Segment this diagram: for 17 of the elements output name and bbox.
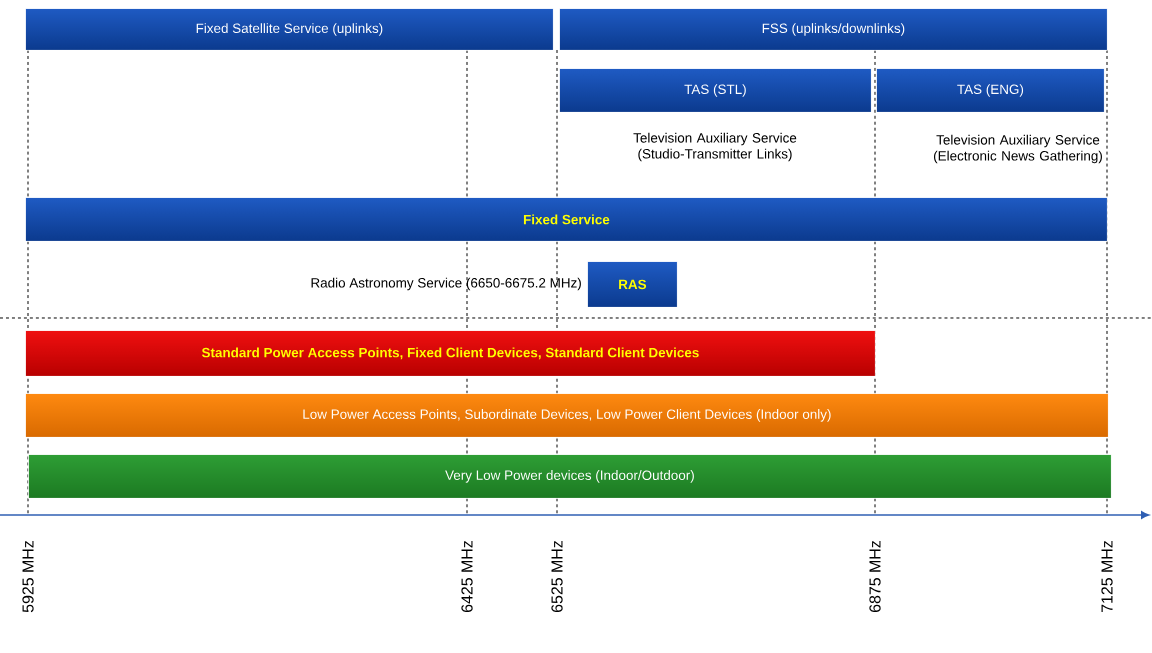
service-note: Television Auxiliary Service (Studio-Transmitter Links): [633, 132, 797, 162]
frequency-label: 5925 MHz: [22, 541, 34, 613]
frequency-label: 7125 MHz: [1101, 541, 1113, 613]
band-bar: TAS (ENG): [876, 68, 1105, 113]
band-bar: Fixed Satellite Service (uplinks): [25, 8, 554, 51]
band-bar: Low Power Access Points, Subordinate Devices, Low Power Client Devices (Indoor only): [25, 393, 1109, 438]
band-bar: Fixed Service: [25, 197, 1108, 242]
band-bar: FSS (uplinks/downlinks): [559, 8, 1108, 51]
frequency-label: 6875 MHz: [869, 541, 881, 613]
band-bar: TAS (STL): [559, 68, 872, 113]
service-note: Radio Astronomy Service (6650-6675.2 MHz): [311, 277, 581, 291]
service-note: Television Auxiliary Service (Electronic News Gathering): [934, 134, 1102, 164]
band-bar: RAS: [587, 261, 678, 308]
frequency-label: 6525 MHz: [551, 541, 563, 613]
band-bar: Very Low Power devices (Indoor/Outdoor): [28, 454, 1112, 499]
frequency-label: 6425 MHz: [461, 541, 473, 613]
band-bar: Standard Power Access Points, Fixed Client Devices, Standard Client Devices: [25, 330, 876, 377]
